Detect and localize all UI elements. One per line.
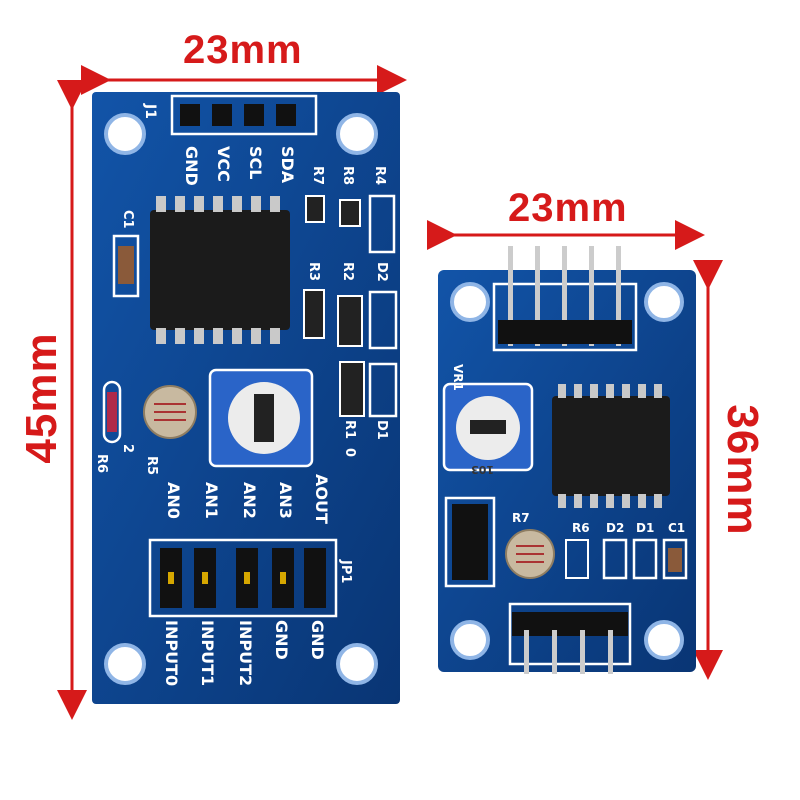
svg-text:D1: D1	[636, 521, 654, 535]
svg-text:R7: R7	[512, 511, 530, 525]
j1-pins	[180, 104, 296, 126]
dimension-lines	[57, 65, 723, 720]
svg-text:INPUT1: INPUT1	[198, 620, 217, 686]
svg-text:GND: GND	[272, 620, 291, 660]
bottom-header-pins	[524, 630, 613, 674]
mounting-hole	[644, 620, 684, 660]
svg-text:C1: C1	[120, 210, 135, 229]
svg-text:R7: R7	[310, 166, 325, 185]
svg-text:AN2: AN2	[240, 482, 259, 519]
svg-text:VR1: VR1	[451, 364, 465, 391]
svg-text:R6: R6	[94, 454, 109, 473]
svg-text:INPUT0: INPUT0	[162, 620, 181, 686]
capacitor-c1	[118, 246, 134, 284]
svg-text:R4: R4	[372, 166, 387, 185]
svg-text:R6: R6	[572, 521, 590, 535]
mounting-hole	[104, 643, 146, 685]
left-width-label: 23mm	[183, 28, 303, 72]
svg-text:D1: D1	[374, 420, 389, 440]
right-board: VR1 103 R7 R6 D2 D1 C1	[438, 246, 696, 674]
chip-pins	[156, 196, 280, 344]
mounting-hole	[104, 113, 146, 155]
svg-text:GND: GND	[182, 146, 201, 186]
svg-text:103: 103	[471, 463, 494, 476]
top-header-pins	[508, 246, 621, 346]
svg-text:R8: R8	[340, 166, 355, 185]
mounting-hole	[336, 113, 378, 155]
svg-text:AN3: AN3	[276, 482, 295, 519]
mounting-hole	[336, 643, 378, 685]
svg-text:SCL: SCL	[246, 146, 265, 179]
svg-text:R5: R5	[144, 456, 159, 475]
adc-chip	[552, 396, 670, 496]
svg-text:GND: GND	[308, 620, 327, 660]
svg-text:R1: R1	[342, 420, 357, 439]
j1-label: J1	[142, 103, 158, 119]
svg-text:VCC: VCC	[214, 146, 233, 182]
resistor-pads	[303, 194, 398, 418]
svg-text:2: 2	[120, 444, 135, 453]
svg-text:AOUT: AOUT	[312, 474, 331, 524]
mounting-hole	[450, 282, 490, 322]
mounting-hole	[450, 620, 490, 660]
svg-text:D2: D2	[374, 262, 389, 282]
svg-text:AN0: AN0	[164, 482, 183, 519]
svg-text:D2: D2	[606, 521, 624, 535]
svg-text:AN1: AN1	[202, 482, 221, 519]
mounting-hole	[644, 282, 684, 322]
svg-text:R2: R2	[340, 262, 355, 281]
svg-text:R3: R3	[306, 262, 321, 281]
adc-chip	[150, 210, 290, 330]
svg-text:JP1: JP1	[338, 559, 353, 583]
svg-text:0: 0	[342, 448, 357, 457]
svg-text:C1: C1	[668, 521, 685, 535]
left-board: J1 GND VCC SCL SDA R7 R8 R4 R3 R2 D2 D1 …	[92, 92, 400, 704]
svg-text:SDA: SDA	[278, 146, 297, 184]
svg-text:INPUT2: INPUT2	[236, 620, 255, 686]
